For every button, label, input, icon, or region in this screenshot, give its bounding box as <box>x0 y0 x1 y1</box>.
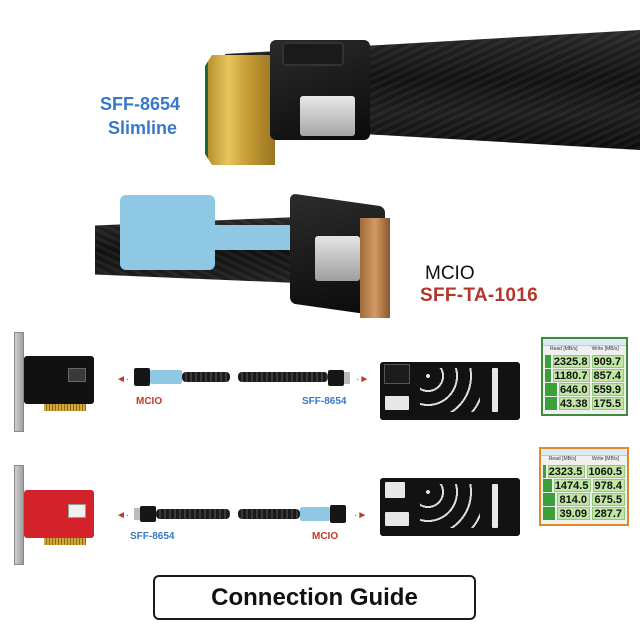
bench-test-btn <box>543 465 546 478</box>
plug-tip <box>344 372 350 384</box>
bench-read-value: 1474.5 <box>553 479 592 492</box>
bench-test-btn <box>543 493 555 506</box>
bench-read-value: 814.0 <box>557 493 590 506</box>
arrow-right-icon: ·► <box>356 374 370 385</box>
connection-guide-label: Connection Guide <box>211 583 418 611</box>
connection-guide-banner: Connection Guide <box>153 575 476 620</box>
bench-write-header: Write [MB/s] <box>591 346 619 352</box>
slimline-label: Slimline <box>108 118 178 138</box>
mcio-latch <box>315 236 360 281</box>
sata-port <box>384 364 410 384</box>
bench-write-header: Write [MB/s] <box>591 456 620 462</box>
braided-cable <box>156 509 230 519</box>
bench-read-header: Read [MB/s] <box>549 346 578 352</box>
card-mcio-port <box>68 368 86 382</box>
bench-test-btn <box>543 479 552 492</box>
bench-write-value: 978.4 <box>593 479 625 492</box>
plug-tip <box>134 508 140 520</box>
bench-titlebar <box>543 339 626 346</box>
row2-right-label: MCIO <box>312 531 339 542</box>
bench-test-btn <box>545 369 552 382</box>
sata-power-port <box>385 396 409 410</box>
mcio-plug <box>134 368 150 386</box>
bench-write-value: 1060.5 <box>587 465 625 478</box>
sff8654-gold-pcb <box>205 55 275 165</box>
sata-power-port <box>385 512 409 526</box>
bench-read-value: 43.38 <box>558 397 591 410</box>
bench-write-value: 559.9 <box>592 383 624 396</box>
bench-header: Read [MB/s] Write [MB/s] <box>543 346 626 354</box>
mcio-port <box>385 482 405 498</box>
bench-write-value: 909.7 <box>592 355 624 368</box>
m2-slot <box>492 484 498 528</box>
mounting-holes <box>420 368 480 412</box>
sff8654-connector-housing <box>282 42 344 66</box>
bench-read-value: 2323.5 <box>547 465 586 478</box>
bench-write-value: 675.5 <box>592 493 625 506</box>
bench-read-value: 2325.8 <box>552 355 591 368</box>
braided-cable <box>238 509 300 519</box>
sff8654-plug <box>140 506 156 522</box>
gold-fingers <box>44 538 86 545</box>
bench-write-value: 287.7 <box>592 507 625 520</box>
mcio-pcb <box>360 218 390 318</box>
bench-read-header: Read [MB/s] <box>548 456 577 462</box>
gold-fingers <box>44 404 86 411</box>
bench-titlebar <box>541 449 627 456</box>
mcio-plug <box>330 505 346 523</box>
braided-cable <box>238 372 328 382</box>
pci-bracket <box>14 465 24 565</box>
sff8654-latch <box>300 96 355 136</box>
sff8654-plug <box>328 370 344 386</box>
bench-write-value: 175.5 <box>592 397 624 410</box>
bench-test-btn <box>545 397 557 410</box>
m2-slot <box>492 368 498 412</box>
arrow-right-icon: ·► <box>354 510 368 521</box>
arrow-left-icon: ◄· <box>116 374 130 385</box>
row1-right-label: SFF-8654 <box>302 396 347 407</box>
arrow-left-icon: ◄· <box>116 510 130 521</box>
row2-left-label: SFF-8654 <box>130 531 175 542</box>
bench-read-value: 39.09 <box>557 507 590 520</box>
row1-left-label: MCIO <box>136 396 163 407</box>
braided-cable <box>182 372 230 382</box>
card-sff8654-port <box>68 504 86 518</box>
mounting-holes <box>420 484 480 528</box>
sff8654-label: SFF-8654 <box>100 94 181 114</box>
bench-header: Read [MB/s] Write [MB/s] <box>541 456 627 464</box>
bench-test-btn <box>545 355 551 368</box>
bench-read-value: 646.0 <box>558 383 591 396</box>
sff-ta-1016-label: SFF-TA-1016 <box>420 285 539 306</box>
bench-test-btn <box>543 507 555 520</box>
mcio-label: MCIO <box>425 263 475 284</box>
cable-sleeve <box>300 507 330 521</box>
cable-sleeve <box>150 370 182 384</box>
bench-test-btn <box>545 383 557 396</box>
pci-bracket <box>14 332 24 432</box>
bench-read-value: 1180.7 <box>553 369 591 382</box>
bench-write-value: 857.4 <box>592 369 624 382</box>
